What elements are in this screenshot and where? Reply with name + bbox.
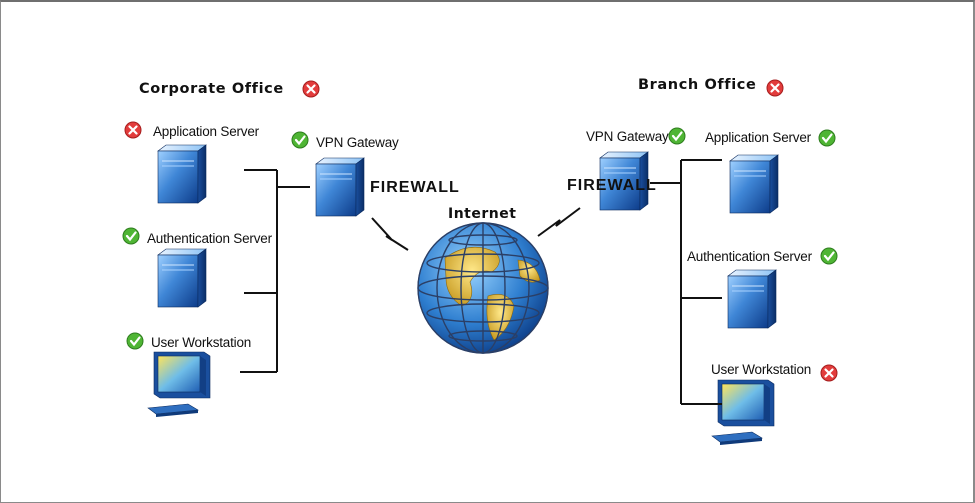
branch-office-error-icon xyxy=(765,78,785,98)
corporate-office-error-icon xyxy=(301,79,321,99)
corporate-vpn-label: VPN Gateway xyxy=(316,135,399,150)
internet-label: Internet xyxy=(448,206,516,222)
corporate-app-server-error-icon xyxy=(123,120,143,140)
branch-auth-server-ok-icon xyxy=(819,246,839,266)
branch-workstation-error-icon xyxy=(819,363,839,383)
branch-firewall-label: FIREWALL xyxy=(567,177,657,194)
branch-auth-server-icon xyxy=(727,269,777,329)
globe-icon xyxy=(417,222,549,354)
corporate-app-server-label: Application Server xyxy=(153,124,260,139)
corporate-workstation-icon xyxy=(147,351,211,418)
corporate-workstation-label: User Workstation xyxy=(151,335,251,350)
branch-auth-server-label: Authentication Server xyxy=(687,249,813,264)
branch-vpn-label: VPN Gateway xyxy=(586,129,669,144)
branch-office-title: Branch Office xyxy=(638,77,756,93)
branch-workstation-label: User Workstation xyxy=(711,362,811,377)
corporate-auth-server-icon xyxy=(157,248,207,308)
corporate-app-server-icon xyxy=(157,144,207,204)
branch-app-server-ok-icon xyxy=(817,128,837,148)
corporate-firewall-label: FIREWALL xyxy=(370,179,460,196)
branch-app-server-label: Application Server xyxy=(705,130,812,145)
corporate-auth-server-ok-icon xyxy=(121,226,141,246)
branch-app-server-icon xyxy=(729,154,779,214)
corporate-office-title: Corporate Office xyxy=(139,81,284,97)
corporate-wan-link xyxy=(371,217,409,251)
branch-vpn-ok-icon xyxy=(667,126,687,146)
corporate-vpn-ok-icon xyxy=(290,130,310,150)
branch-workstation-icon xyxy=(711,379,775,446)
corporate-auth-server-label: Authentication Server xyxy=(147,231,273,246)
branch-network-lines xyxy=(650,159,722,405)
corporate-network-lines xyxy=(240,169,310,373)
corporate-vpn-gateway-icon xyxy=(315,157,365,217)
branch-wan-link xyxy=(537,207,581,237)
corporate-workstation-ok-icon xyxy=(125,331,145,351)
